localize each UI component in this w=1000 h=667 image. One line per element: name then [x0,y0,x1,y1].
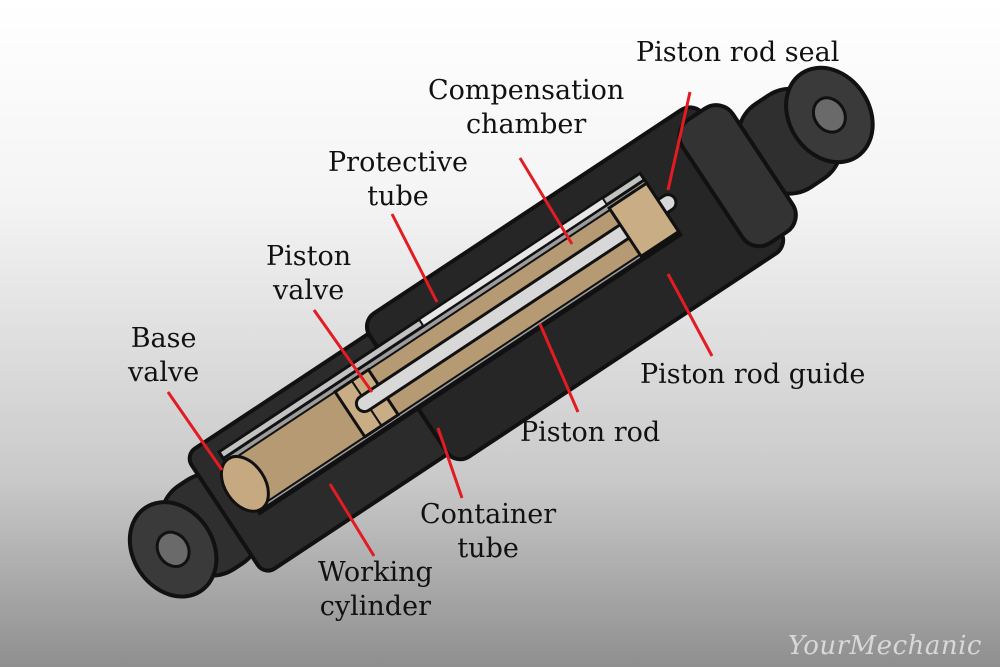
label-compensation-chamber: Compensation chamber [428,75,625,140]
piston-rod-guide [607,181,681,259]
leader-lines [166,91,714,557]
label-protective-tube: Protective tube [328,147,468,212]
base-valve [219,455,270,513]
leader-base-valve [166,391,224,471]
leader-piston-rod-seal [666,91,692,191]
label-piston-rod: Piston rod [520,417,661,448]
piston-rod-seal-collar [677,103,798,249]
label-piston-valve: Piston valve [266,241,352,306]
piston-rod [354,193,678,414]
label-container-tube: Container tube [420,499,557,564]
leader-compensation-chamber [518,157,574,245]
shock-absorber [127,65,875,599]
label-piston-rod-seal: Piston rod seal [636,37,840,68]
brand-logo: YourMechanic [787,631,982,661]
compensation-chamber [417,196,609,328]
leader-container-tube [436,427,464,499]
leader-protective-tube [390,213,439,303]
leader-working-cylinder [328,483,376,557]
leader-piston-rod-guide [666,273,714,357]
label-base-valve: Base valve [128,323,200,388]
leader-piston-valve [312,309,374,393]
label-piston-rod-guide: Piston rod guide [640,359,866,390]
label-working-cylinder: Working cylinder [318,557,433,622]
leader-piston-rod [538,323,580,413]
